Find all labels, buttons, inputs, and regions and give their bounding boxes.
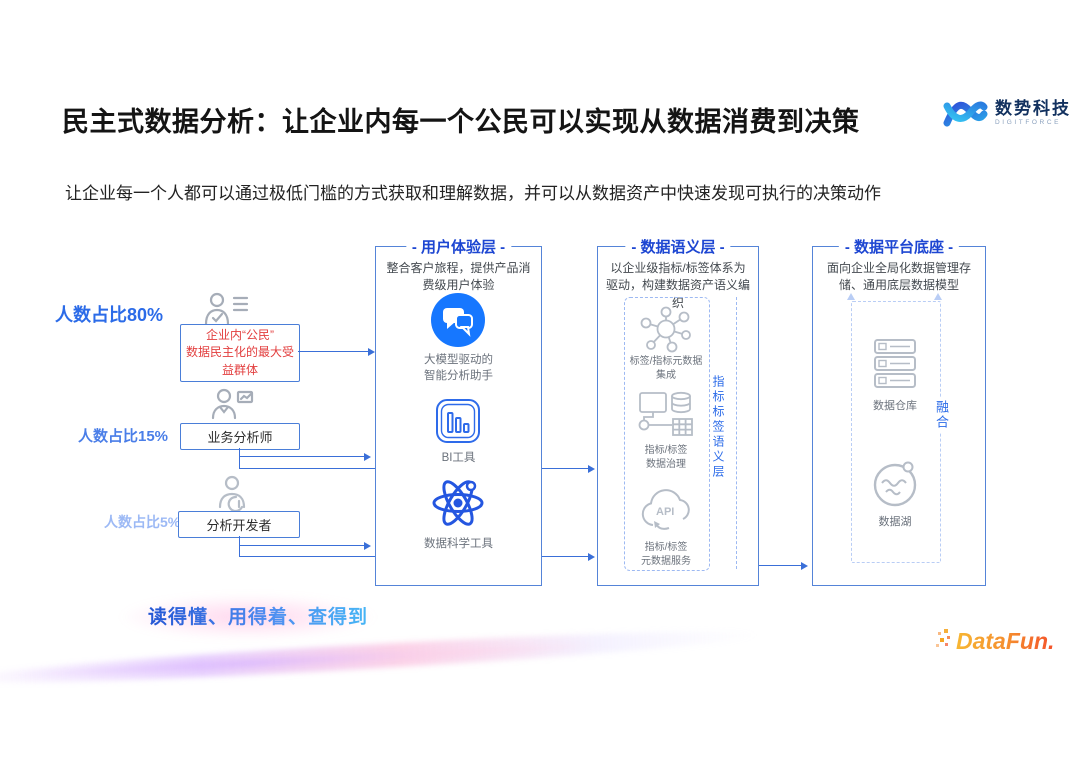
page-title: 民主式数据分析：让企业内每一个公民可以实现从数据消费到决策 <box>62 107 860 137</box>
layer-desc: 以企业级指标/标签体系为驱动，构建数据资产语义编织 <box>606 261 751 310</box>
brand-logo: 数势科技 DIGITFORCE <box>942 94 1071 133</box>
persona-ratio-15: 人数占比15% <box>78 428 169 445</box>
wave-decoration-core <box>10 640 610 680</box>
metric-manage-icon <box>636 389 696 446</box>
connector <box>239 468 375 469</box>
layer-user-experience: - 用户体验层 - 整合客户旅程，提供产品消费级用户体验 大模型驱动的 智能分析… <box>375 236 542 586</box>
item-label: 大模型驱动的 智能分析助手 <box>424 354 493 382</box>
brand-name: 数势科技 <box>995 99 1071 119</box>
persona-ratio-80: 人数占比80% <box>55 305 164 325</box>
user-checklist-icon <box>203 291 251 336</box>
fusion-label: 融合 <box>932 397 951 433</box>
layer-data-semantic: - 数据语义层 - 以企业级指标/标签体系为驱动，构建数据资产语义编织 指标标签… <box>597 236 759 586</box>
semantic-dashed-group <box>624 297 710 571</box>
svg-text:API: API <box>656 506 674 518</box>
arrowhead <box>588 464 595 473</box>
bi-chart-icon <box>435 398 481 449</box>
persona-ratio-5: 人数占比5% <box>104 514 181 530</box>
persona-analyst-box: 业务分析师 <box>180 423 300 450</box>
up-arrowhead <box>847 293 855 300</box>
arrow-analyst-to-ux <box>239 456 366 457</box>
brand-tagline: DIGITFORCE <box>995 119 1062 127</box>
item-label: 指标/标签 数据治理 <box>644 445 688 470</box>
datafun-logo: DataFun. <box>936 628 1054 655</box>
layer-desc: 面向企业全局化数据管理存储、通用底层数据模型 <box>826 261 971 293</box>
arrowhead <box>364 452 371 461</box>
semantic-side-label: 指标标签语义层 <box>711 375 725 480</box>
slogan: 读得懂、用得着、查得到 <box>148 602 368 629</box>
layer-data-platform: - 数据平台底座 - 面向企业全局化数据管理存储、通用底层数据模型 融合 数据仓… <box>812 236 986 586</box>
graph-network-icon <box>638 304 694 359</box>
server-stack-icon <box>867 337 923 398</box>
chat-bubbles-icon <box>431 293 485 352</box>
dashed-divider <box>736 297 737 569</box>
item-label: 数据仓库 <box>873 400 917 412</box>
item-label: 数据湖 <box>878 516 912 528</box>
layer-title: - 用户体验层 - <box>405 236 512 257</box>
connector <box>239 448 240 469</box>
connector <box>239 556 375 557</box>
item-label: 标签/指标元数据 集成 <box>629 356 703 381</box>
datafun-dots-icon <box>936 628 952 655</box>
arrowhead <box>588 552 595 561</box>
persona-citizen-box: 企业内“公民” 数据民主化的最大受 益群体 <box>180 324 300 382</box>
arrowhead <box>368 347 375 356</box>
layer-desc: 整合客户旅程，提供产品消费级用户体验 <box>386 261 531 293</box>
arrow-semantic-to-platform <box>757 565 803 566</box>
api-cloud-icon: API <box>638 485 694 542</box>
atom-icon <box>430 477 486 534</box>
user-developer-icon <box>213 475 253 518</box>
arrowhead <box>364 541 371 550</box>
page-subtitle: 让企业每一个人都可以通过极低门槛的方式获取和理解数据，并可以从数据资产中快速发现… <box>65 184 881 203</box>
data-lake-icon <box>869 457 921 514</box>
arrow-developer-to-ux <box>239 545 366 546</box>
digitforce-x-icon <box>942 94 988 133</box>
arrowhead <box>801 561 808 570</box>
persona-developer-box: 分析开发者 <box>178 511 300 538</box>
layer-title: - 数据平台底座 - <box>838 236 960 257</box>
datafun-wordmark: DataFun. <box>956 628 1055 654</box>
layer-title: - 数据语义层 - <box>625 236 731 257</box>
arrow-ux-to-semantic-2 <box>540 556 590 557</box>
item-label: 指标/标签 元数据服务 <box>641 542 691 567</box>
pink-glow-decoration <box>118 594 378 640</box>
item-label: BI工具 <box>441 452 476 464</box>
connector <box>239 536 240 557</box>
arrow-ux-to-semantic-1 <box>540 468 590 469</box>
user-analyst-icon <box>208 387 254 430</box>
up-arrowhead <box>934 293 942 300</box>
arrow-citizen-to-ux <box>298 351 370 352</box>
item-label: 数据科学工具 <box>424 538 493 550</box>
